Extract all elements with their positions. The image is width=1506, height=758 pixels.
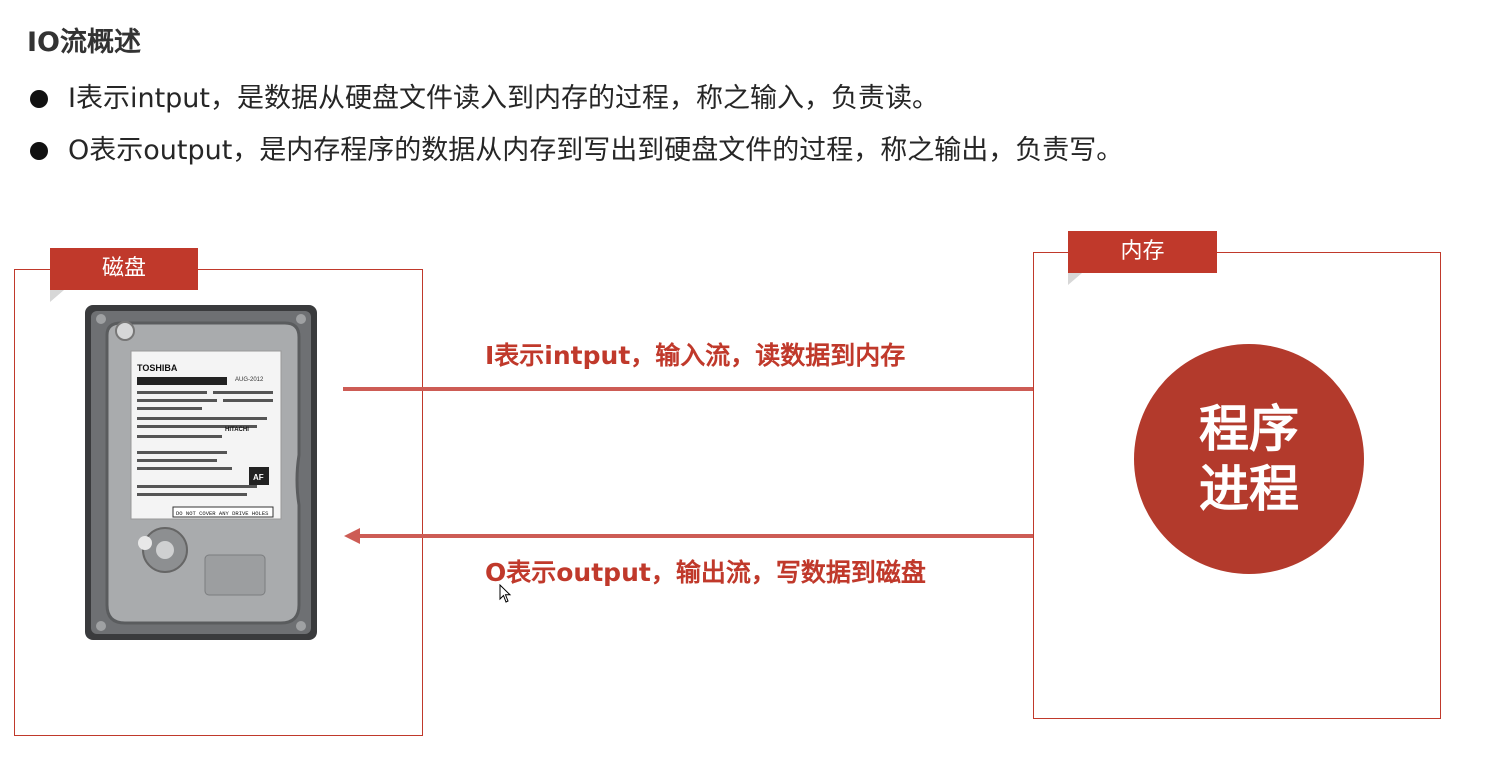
mouse-pointer-icon bbox=[499, 584, 513, 604]
io-arrows bbox=[330, 370, 1130, 550]
svg-text:AF: AF bbox=[253, 473, 264, 482]
memory-tab: 内存 bbox=[1068, 231, 1217, 273]
process-label-line1: 程序 bbox=[1199, 399, 1299, 459]
hdd-warning-text: DO NOT COVER ANY DRIVE HOLES bbox=[176, 510, 269, 517]
bullet-dot-icon bbox=[30, 142, 48, 160]
bullet-input: I表示intput，是数据从硬盘文件读入到内存的过程，称之输入，负责读。 bbox=[30, 78, 1123, 130]
process-label-line2: 进程 bbox=[1199, 459, 1299, 519]
hdd-date-text: AUG-2012 bbox=[235, 377, 264, 383]
output-arrow-label: O表示output，输出流，写数据到磁盘 bbox=[485, 553, 926, 589]
input-arrow bbox=[343, 381, 1110, 397]
process-circle: 程序 进程 bbox=[1134, 344, 1364, 574]
input-arrow-label: I表示intput，输入流，读数据到内存 bbox=[485, 336, 905, 372]
bullet-input-text: I表示intput，是数据从硬盘文件读入到内存的过程，称之输入，负责读。 bbox=[68, 83, 939, 114]
page-title: IO流概述 bbox=[27, 20, 141, 59]
hdd-maker-text: HITACHI bbox=[225, 427, 249, 433]
bullet-list: I表示intput，是数据从硬盘文件读入到内存的过程，称之输入，负责读。 O表示… bbox=[30, 78, 1123, 182]
bullet-output-text: O表示output，是内存程序的数据从内存到写出到硬盘文件的过程，称之输出，负责… bbox=[68, 135, 1123, 166]
disk-tab: 磁盘 bbox=[50, 248, 198, 290]
hdd-brand-text: TOSHIBA bbox=[137, 363, 178, 373]
bullet-dot-icon bbox=[30, 90, 48, 108]
hard-drive-image: TOSHIBA AUG-2012 HITACHI AF DO NOT COVER… bbox=[85, 305, 317, 640]
output-arrow bbox=[344, 528, 1110, 544]
bullet-output: O表示output，是内存程序的数据从内存到写出到硬盘文件的过程，称之输出，负责… bbox=[30, 130, 1123, 182]
